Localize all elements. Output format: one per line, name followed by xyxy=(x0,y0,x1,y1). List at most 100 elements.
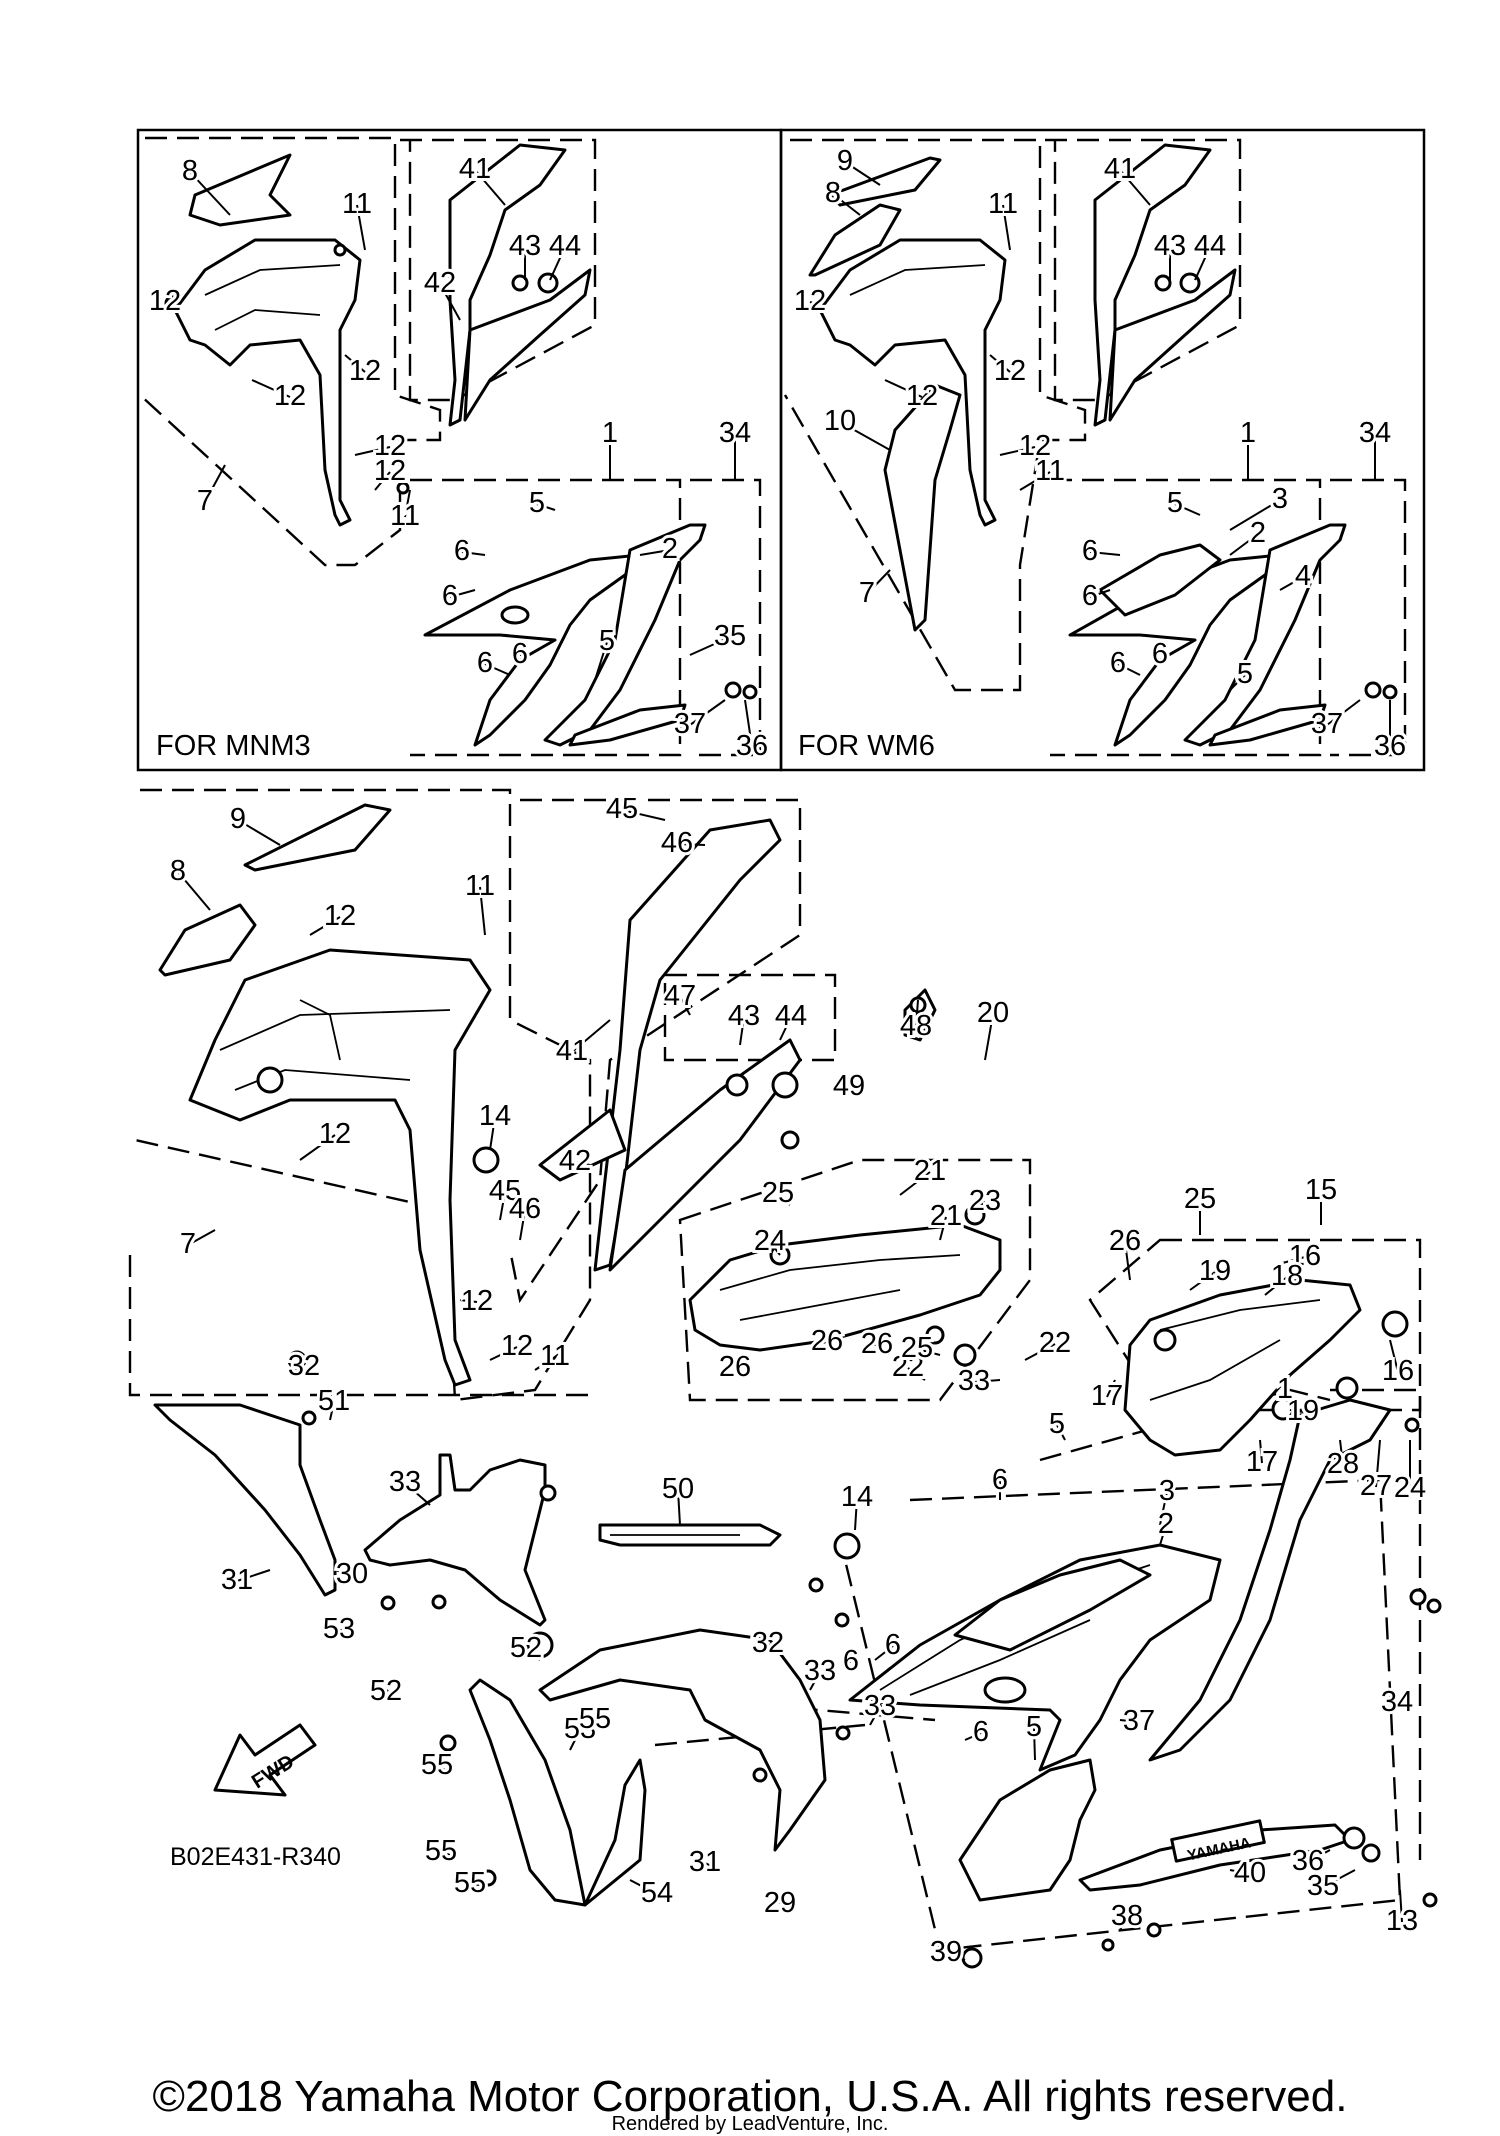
leader-line xyxy=(474,169,506,206)
leader-line xyxy=(1089,589,1111,598)
leader-line xyxy=(939,1216,947,1241)
leader-line xyxy=(1194,246,1211,281)
leader-line xyxy=(1274,1256,1306,1266)
part-callout-number: 12 xyxy=(349,355,381,387)
part-callout-number: 2 xyxy=(1158,1508,1174,1540)
part-callout-number: 12 xyxy=(794,285,826,317)
part-callout-number: 12 xyxy=(374,430,406,462)
leader-line xyxy=(1174,503,1201,516)
part-callout-number: 35 xyxy=(714,620,746,652)
part-callout-number: 11 xyxy=(1035,455,1065,487)
fwd-arrow-icon: FWD xyxy=(213,1723,317,1797)
leader-line xyxy=(1264,1276,1288,1296)
leader-line xyxy=(984,1013,994,1061)
leader-line xyxy=(779,1889,786,1905)
part-callout-number: 48 xyxy=(900,1010,932,1042)
leader-line xyxy=(811,1341,828,1346)
leader-line xyxy=(779,1016,792,1041)
part-callout-number: 14 xyxy=(841,1481,873,1513)
leader-line xyxy=(854,1497,858,1531)
part-callout-number: 5 xyxy=(1026,1711,1042,1743)
leader-line xyxy=(769,1241,781,1256)
part-callout-number: 32 xyxy=(288,1350,320,1382)
part-callout-number: 10 xyxy=(824,405,856,437)
leader-line xyxy=(344,354,366,373)
part-callout-number: 6 xyxy=(1082,580,1098,612)
part-callout-number: 6 xyxy=(992,1464,1008,1496)
leader-line xyxy=(1159,1524,1167,1546)
leader-line xyxy=(385,1689,389,1693)
part-callout-number: 16 xyxy=(1382,1355,1414,1387)
leader-line xyxy=(187,1229,216,1246)
part-callout-number: 17 xyxy=(1246,1446,1278,1478)
leader-line xyxy=(549,246,566,281)
leader-line xyxy=(689,636,731,656)
leader-line xyxy=(844,1659,852,1663)
part-callout-number: 45 xyxy=(489,1175,521,1207)
leader-line xyxy=(739,1016,745,1046)
part-callout-number: 2 xyxy=(1250,517,1266,549)
inset-left-label: FOR MNM3 xyxy=(156,730,311,762)
leader-line xyxy=(1119,1719,1140,1723)
part-callout-number: 33 xyxy=(804,1655,836,1687)
part-callout-number: 6 xyxy=(454,535,470,567)
leader-line xyxy=(916,1348,941,1356)
leader-line xyxy=(459,1299,478,1303)
part-callout-number: 3 xyxy=(1159,1475,1175,1507)
part-callout-number: 51 xyxy=(318,1385,350,1417)
part-callout-number: 37 xyxy=(674,708,706,740)
leader-line xyxy=(874,1645,894,1661)
part-callout-number: 31 xyxy=(221,1564,253,1596)
part-callout-number: 9 xyxy=(837,145,853,177)
part-callout-number: 55 xyxy=(454,1867,486,1899)
part-callout-number: 43 xyxy=(509,230,541,262)
leader-line xyxy=(777,1193,791,1206)
leader-line xyxy=(679,996,691,1016)
part-callout-number: 27 xyxy=(1360,1470,1392,1502)
part-callout-number: 25 xyxy=(1184,1183,1216,1215)
part-callout-number: 19 xyxy=(1287,1395,1319,1427)
part-callout-number: 26 xyxy=(719,1351,751,1383)
leader-line xyxy=(489,1346,518,1361)
leader-line xyxy=(989,354,1011,373)
part-callout-number: 52 xyxy=(510,1632,542,1664)
leader-line xyxy=(809,301,821,306)
leader-line xyxy=(1033,1727,1036,1761)
part-callout-number: 41 xyxy=(459,153,491,185)
leader-line xyxy=(839,421,891,451)
leader-line xyxy=(439,283,461,321)
part-callout-number: 6 xyxy=(1152,638,1168,670)
leader-line xyxy=(629,1879,658,1895)
part-callout-number: 36 xyxy=(1292,1845,1324,1877)
part-callout-number: 36 xyxy=(1374,730,1406,762)
leader-line xyxy=(354,446,391,456)
part-callout-number: 11 xyxy=(988,188,1018,220)
part-callout-number: 12 xyxy=(374,455,406,487)
part-callout-number: 12 xyxy=(319,1118,351,1150)
part-callout-number: 18 xyxy=(1271,1260,1303,1292)
leader-line xyxy=(404,489,411,518)
part-callout-number: 7 xyxy=(197,485,213,517)
part-callout-number: 7 xyxy=(180,1228,196,1260)
leader-line xyxy=(177,871,211,911)
part-callout-number: 3 xyxy=(1272,483,1288,515)
leader-line xyxy=(677,1489,681,1526)
part-callout-number: 26 xyxy=(1109,1225,1141,1257)
part-callout-number: 11 xyxy=(465,870,495,902)
part-callout-number: 34 xyxy=(1359,417,1391,449)
leader-line xyxy=(945,1952,966,1961)
part-callout-number: 55 xyxy=(579,1703,611,1735)
part-callout-number: 12 xyxy=(994,355,1026,387)
part-callout-number: 5 xyxy=(1237,658,1253,690)
leader-line xyxy=(1024,1343,1056,1361)
leader-line xyxy=(907,1367,926,1381)
leader-line xyxy=(974,1201,986,1211)
leader-line xyxy=(1389,1339,1399,1373)
part-callout-number: 12 xyxy=(1019,430,1051,462)
part-callout-number: 8 xyxy=(825,177,841,209)
leader-line xyxy=(440,1851,451,1856)
leader-line xyxy=(594,1719,601,1731)
part-callout-number: 5 xyxy=(1167,487,1183,519)
part-callout-number: 20 xyxy=(977,997,1009,1029)
part-callout-number: 41 xyxy=(1104,153,1136,185)
